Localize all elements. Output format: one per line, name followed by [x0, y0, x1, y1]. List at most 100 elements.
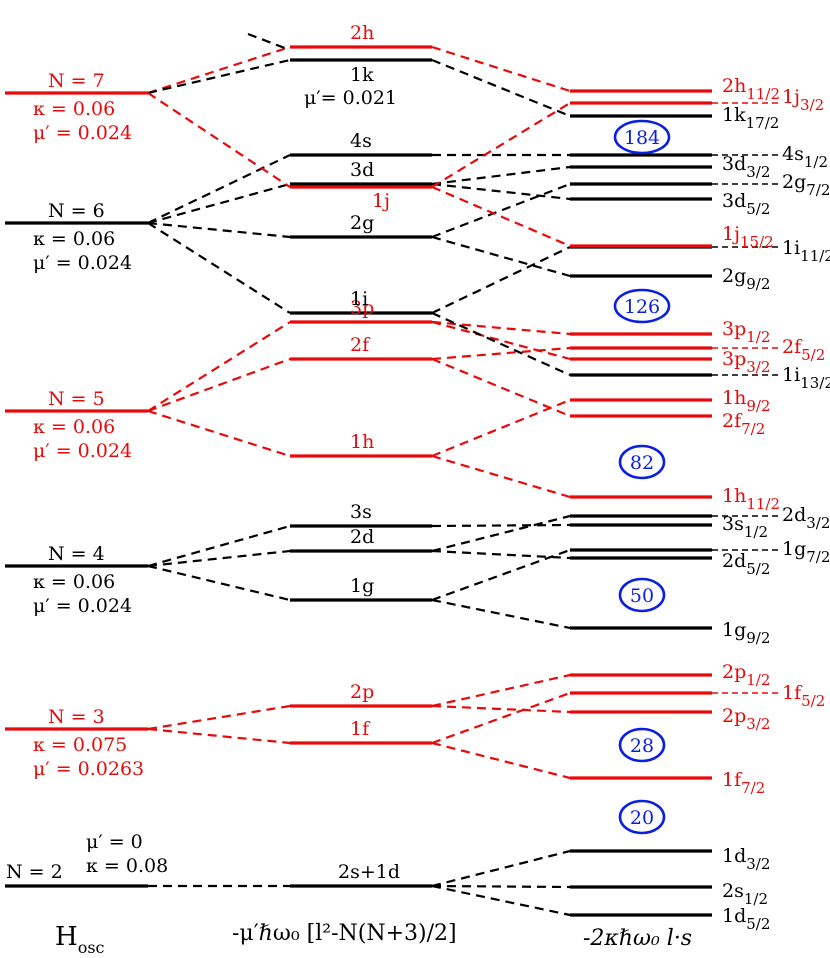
mid-label-2p: 2p — [350, 681, 374, 703]
magic-numbers: 20 28 50 82 126 184 — [613, 119, 671, 835]
mid-label-3p: 3p — [350, 297, 374, 319]
group-label-N5: N = 5 — [48, 388, 105, 410]
right-label-1g72: 1g7/2 — [782, 538, 830, 566]
magic-number-circle-50 — [618, 577, 666, 613]
group-kappa-N6: κ = 0.06 — [33, 228, 115, 250]
mid-note-1k: μ′= 0.021 — [304, 87, 397, 109]
connector-N7-2h — [147, 45, 291, 95]
connector-1g-1g72 — [431, 548, 571, 602]
connector-lines — [147, 32, 778, 917]
connector-N5-1h — [147, 409, 291, 458]
mid-label-2d: 2d — [350, 526, 374, 548]
connector-N3-2p — [147, 704, 291, 731]
mid-label-2s1d: 2s+1d — [338, 861, 400, 883]
connector-N4-2d — [147, 549, 291, 568]
group-label-N7: N = 7 — [48, 70, 105, 92]
connector-3d-3d52 — [431, 182, 571, 201]
connector-2h-2h112 — [431, 45, 571, 93]
group-mu-N7: μ′ = 0.024 — [33, 122, 132, 144]
connector-N5-3p — [147, 321, 291, 412]
magic-number-28: 28 — [630, 735, 654, 757]
right-label-2g92: 2g9/2 — [722, 265, 770, 293]
group-mu-N6: μ′ = 0.024 — [33, 252, 132, 274]
right-label-1d32: 1d3/2 — [722, 845, 770, 873]
right-label-2g72: 2g7/2 — [782, 171, 830, 199]
connector-2g-2g92 — [431, 235, 571, 278]
right-label-2p32: 2p3/2 — [722, 705, 770, 733]
right-label-1k172: 1k17/2 — [722, 104, 779, 132]
group-kappa-N2: κ = 0.08 — [86, 855, 168, 877]
connector-1g-1g92 — [431, 598, 571, 630]
right-label-2s12: 2s1/2 — [722, 880, 768, 908]
column-headers: Hosc -μ′ℏω₀ [l²-N(N+3)/2] -2κℏω₀ l·s — [55, 921, 692, 957]
right-label-1j32: 1j3/2 — [782, 86, 824, 114]
group-mu-N3: μ′ = 0.0263 — [33, 758, 144, 780]
group-mu-N5: μ′ = 0.024 — [33, 440, 132, 462]
mid-label-2f: 2f — [350, 334, 371, 356]
connector-2s1d-2s12 — [431, 884, 571, 889]
connector-1f-1f72 — [431, 741, 571, 780]
magic-number-184: 184 — [624, 127, 660, 149]
group-label-N2: N = 2 — [6, 861, 63, 883]
group-label-N4: N = 4 — [48, 543, 105, 565]
right-label-3s12: 3s1/2 — [722, 513, 768, 541]
connector-1k-1k172 — [431, 58, 571, 118]
magic-number-circle-20 — [618, 799, 666, 835]
right-label-1h112: 1h11/2 — [722, 485, 780, 513]
connector-2s1d-1d32 — [431, 849, 571, 888]
connector-offscale — [247, 32, 291, 52]
footer-orbit-term-label: -μ′ℏω₀ [l²-N(N+3)/2] — [232, 921, 457, 946]
right-label-2f52: 2f5/2 — [782, 336, 825, 364]
energy-levels — [5, 45, 712, 917]
connector-1j-1j32 — [431, 102, 571, 188]
connector-N7-1k — [147, 58, 291, 95]
connector-2f-2f52 — [431, 346, 571, 361]
right-label-1h92: 1h9/2 — [722, 387, 770, 415]
right-label-3d52: 3d5/2 — [722, 190, 770, 218]
right-label-1f72: 1f7/2 — [722, 769, 765, 797]
connector-3d-3d32 — [431, 165, 571, 186]
connector-3s-3s12 — [431, 523, 571, 528]
connector-1h-1h112 — [431, 454, 571, 499]
connector-N6-1i — [147, 222, 291, 314]
footer-spin-orbit-label: -2κℏω₀ l·s — [583, 926, 692, 951]
group-mu-N4: μ′ = 0.024 — [33, 595, 132, 617]
connector-2p-2p32 — [431, 704, 571, 714]
magic-number-circle-126 — [613, 288, 671, 324]
magic-number-circle-28 — [618, 727, 666, 763]
connector-1i-1i132 — [431, 311, 571, 377]
connector-N5-2f — [147, 357, 291, 413]
mid-label-2g: 2g — [350, 212, 374, 234]
magic-number-126: 126 — [624, 296, 660, 318]
magic-number-20: 20 — [630, 807, 654, 829]
right-label-1j152: 1j15/2 — [722, 223, 774, 251]
mid-label-4s: 4s — [350, 130, 372, 152]
connector-N6-2g — [147, 221, 291, 239]
right-label-1f52: 1f5/2 — [782, 682, 825, 710]
group-label-N6: N = 6 — [48, 200, 105, 222]
magic-number-82: 82 — [630, 452, 654, 474]
right-label-1i112: 1i11/2 — [782, 237, 830, 265]
group-mu-N2: μ′ = 0 — [86, 831, 143, 853]
magic-number-50: 50 — [630, 585, 654, 607]
connector-N7-1j — [147, 92, 291, 188]
connector-N6-4s — [147, 154, 291, 224]
mid-label-1j: 1j — [372, 190, 390, 212]
connector-1j-1j152 — [431, 185, 571, 248]
footer-hosc-label: Hosc — [55, 922, 105, 957]
mid-label-2h: 2h — [350, 22, 374, 44]
right-label-1d52: 1d5/2 — [722, 905, 770, 933]
mid-label-3d: 3d — [350, 159, 374, 181]
mid-label-1g: 1g — [350, 575, 374, 597]
mid-label-1i: 1i — [350, 288, 368, 310]
right-label-3p12: 3p1/2 — [722, 318, 770, 346]
connector-N6-3d — [147, 182, 291, 225]
mid-label-1k: 1k — [350, 64, 374, 86]
right-label-2f72: 2f7/2 — [722, 410, 765, 438]
right-label-4s12: 4s1/2 — [782, 143, 828, 171]
right-label-2p12: 2p1/2 — [722, 661, 770, 689]
connector-2f-2f72 — [431, 357, 571, 418]
right-label-2h112: 2h11/2 — [722, 75, 780, 103]
magic-number-circle-184 — [613, 119, 671, 155]
